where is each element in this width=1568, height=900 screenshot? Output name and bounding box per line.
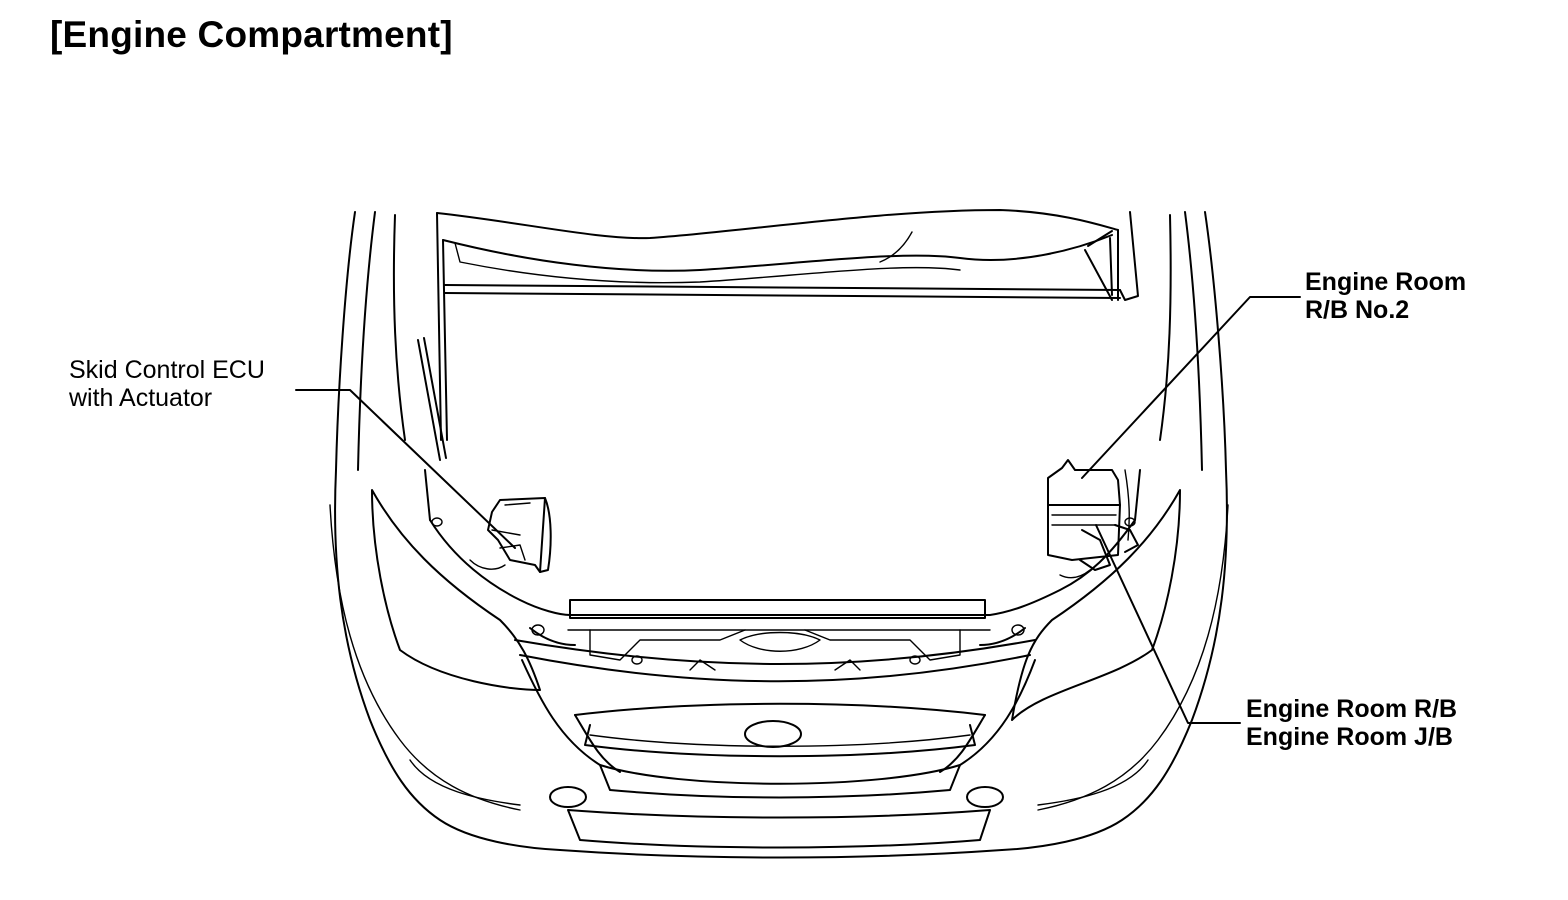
engine-room-rb2-label-line1: Engine Room <box>1305 268 1467 296</box>
skid-control-leader-line <box>295 389 516 549</box>
engine-room-rb-component <box>1047 459 1139 579</box>
left-headlight <box>371 489 541 691</box>
engine-room-rb2-leader-line <box>1081 296 1301 479</box>
engine-bay-frame <box>424 469 1141 683</box>
engine-room-rb-jb-label: Engine Room R/B Engine Room J/B <box>1246 695 1457 751</box>
engine-room-rb-jb-label-line1: Engine Room R/B <box>1246 695 1458 723</box>
skid-control-ecu-label-line2: with Actuator <box>69 384 213 412</box>
engine-room-rb-jb-leader-line <box>1095 524 1241 724</box>
front-bumper <box>409 659 1149 849</box>
leader-lines <box>295 296 1301 724</box>
page-title: [Engine Compartment] <box>50 14 453 55</box>
engine-room-rb2-label-line2: R/B No.2 <box>1305 296 1410 324</box>
skid-control-ecu-label-line1: Skid Control ECU <box>69 356 265 384</box>
left-hood-strut <box>417 337 447 461</box>
body-outline <box>329 211 1229 859</box>
skid-control-ecu-label: Skid Control ECU with Actuator <box>69 356 265 412</box>
skid-control-ecu-component <box>469 497 552 573</box>
engine-room-rb-jb-label-line2: Engine Room J/B <box>1246 723 1453 751</box>
right-headlight <box>1011 489 1181 721</box>
engine-room-rb2-label: Engine Room R/B No.2 <box>1305 268 1466 324</box>
open-hood <box>436 209 1139 441</box>
